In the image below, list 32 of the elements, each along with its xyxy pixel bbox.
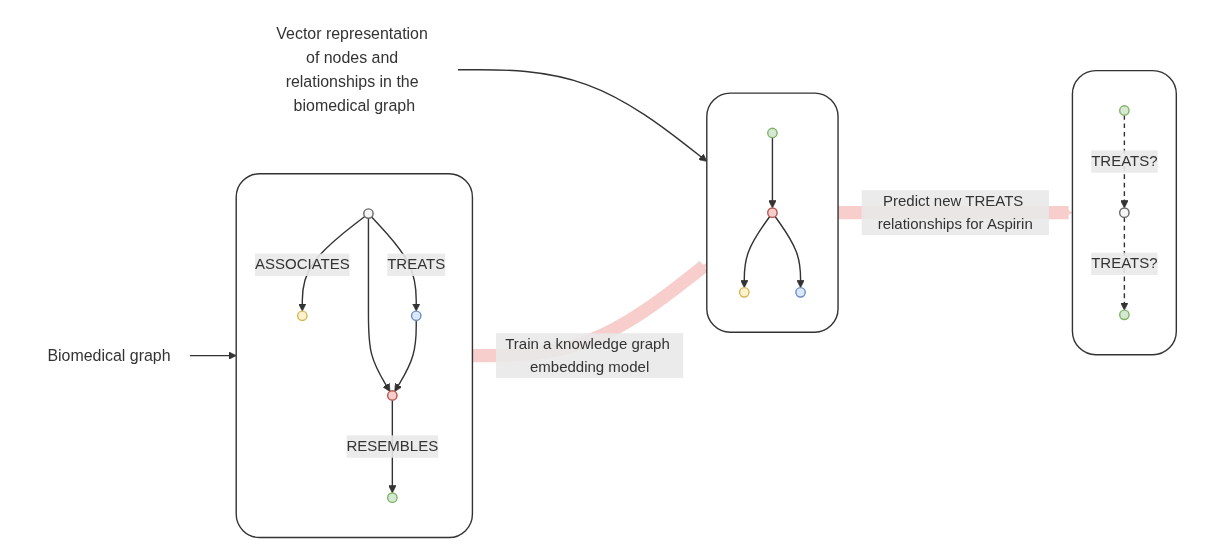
node-circle: [1119, 105, 1130, 116]
edge-label: TREATS?: [1091, 153, 1158, 170]
edge-label: RESEMBLES: [346, 438, 439, 455]
arrow: [1120, 216, 1129, 311]
node-circle: [363, 208, 374, 219]
node-circle: [767, 127, 778, 139]
node-circle: [738, 286, 750, 298]
node-text: Biomedical graph: [47, 346, 171, 365]
node-circle: [795, 286, 806, 298]
edge-label: Predict new TREATS relationships for Aspirin: [877, 192, 1033, 232]
cluster: [235, 173, 474, 539]
node-circle: [1119, 207, 1130, 219]
node-circle: [386, 390, 398, 401]
arrow: [740, 215, 771, 289]
edge-label: ASSOCIATES: [254, 256, 350, 273]
node-circle: [386, 492, 398, 504]
edge-label: TREATS?: [1091, 255, 1158, 272]
node-circle: [767, 207, 778, 219]
arrow: [188, 351, 237, 360]
node-circle: [410, 310, 422, 322]
node-text: Vector representation of nodes and relationships in the biomedical graph: [276, 24, 428, 115]
arrow: [774, 215, 805, 289]
node-circle: [1119, 309, 1130, 321]
node-circle: [296, 310, 308, 322]
arrow: [394, 319, 417, 392]
arrow: [768, 136, 777, 209]
cluster: [706, 92, 839, 333]
edge-label: Train a knowledge graph embedding model: [505, 335, 670, 375]
edge-label: TREATS: [387, 256, 446, 273]
cluster: [1071, 69, 1178, 356]
arrow: [1120, 114, 1129, 209]
arrow: [367, 217, 391, 392]
